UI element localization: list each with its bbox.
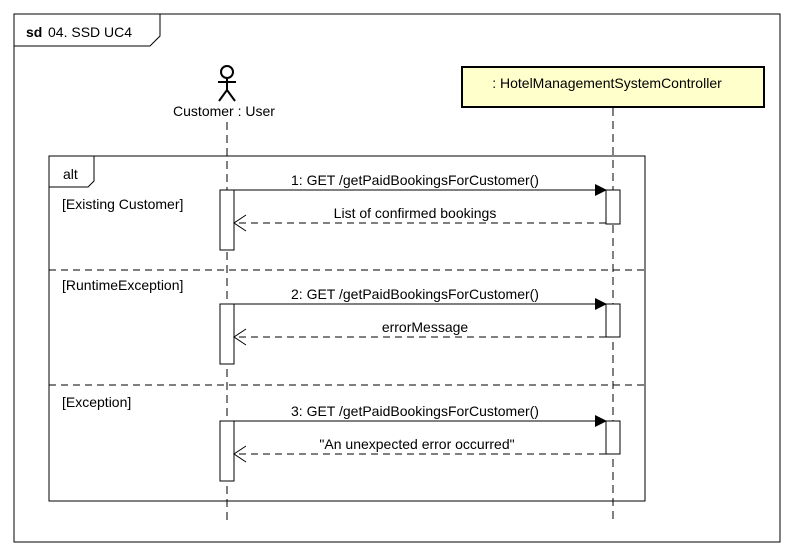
frame-keyword: sd [26,24,42,40]
guard-exception: [Exception] [62,394,131,410]
request-message-label: 1: GET /getPaidBookingsForCustomer() [291,172,539,188]
actor-icon [218,65,236,102]
alt-operator-label: alt [63,166,78,182]
reply-arrowhead [233,445,247,463]
frame-title: 04. SSD UC4 [48,24,132,40]
reply-arrowhead [233,214,247,232]
request-message-label: 2: GET /getPaidBookingsForCustomer() [291,286,539,302]
request-message-label: 3: GET /getPaidBookingsForCustomer() [291,403,539,419]
guard-runtime-exception: [RuntimeException] [62,277,183,293]
guard-existing-customer: [Existing Customer] [62,196,183,212]
system-participant-box [461,66,765,108]
system-activation-bar [605,189,621,225]
frame-label-tab [14,14,161,47]
alt-fragment-frame [48,155,646,502]
actor-activation-bar [219,189,235,251]
reply-arrowhead [233,328,247,346]
reply-message-label: "An unexpected error occurred" [319,436,514,452]
actor-activation-bar [219,303,235,365]
system-participant-label: : HotelManagementSystemController [492,75,722,91]
reply-message-label: errorMessage [382,319,469,335]
actor-label: Customer : User [173,103,275,119]
system-activation-bar [605,420,621,455]
reply-message-label: List of confirmed bookings [334,205,497,221]
diagram-frame [13,13,781,543]
actor-activation-bar [219,420,235,482]
alt-operator-tab [49,156,95,188]
system-activation-bar [605,303,621,338]
